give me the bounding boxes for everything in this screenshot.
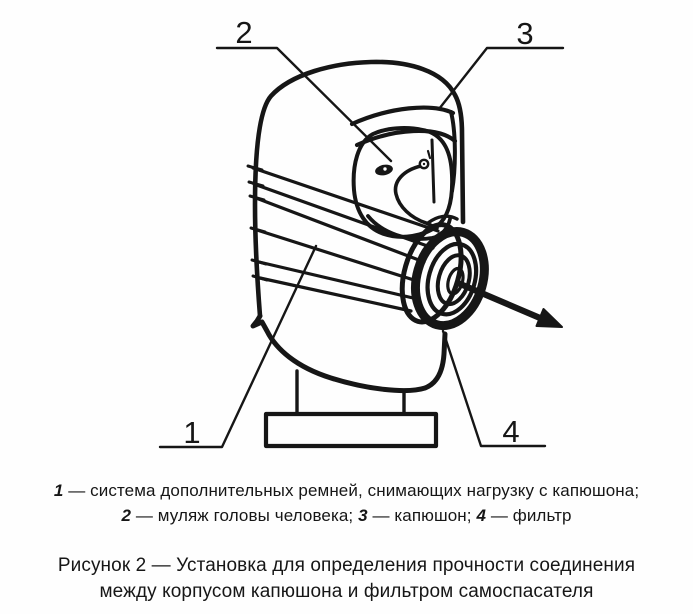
legend-item-1-number: 1	[53, 481, 64, 500]
leader-2	[215, 46, 393, 163]
filter-rings	[399, 222, 489, 331]
callout-numbers: 1 2 3 4	[183, 15, 533, 450]
legend-item-4-number: 4	[476, 506, 486, 525]
figure-caption: Рисунок 2 — Установка для определения пр…	[0, 553, 693, 605]
callout-number-4: 4	[502, 414, 519, 449]
legend-item-1-text: — система дополнительных ремней, снимающ…	[68, 481, 640, 500]
nose-mask-line	[393, 164, 439, 230]
strap-system	[246, 164, 440, 313]
callout-number-3: 3	[516, 16, 533, 51]
hood-band-top	[349, 105, 456, 127]
legend-line-1: 1 — система дополнительных ремней, снима…	[54, 481, 639, 500]
legend-item-4-text: — фильтр	[490, 506, 572, 525]
callout-number-2: 2	[235, 15, 252, 50]
legend-item-2-number: 2	[121, 506, 132, 525]
filter-neck	[426, 214, 459, 225]
legend-item-2-text: — муляж головы человека;	[135, 506, 354, 525]
pull-force-arrow	[454, 279, 563, 328]
leader-1	[158, 244, 318, 449]
legend-item-3-number: 3	[358, 506, 368, 525]
left-eye	[375, 164, 393, 176]
leader-4	[441, 329, 547, 448]
callout-number-1: 1	[183, 415, 200, 450]
legend-item-3-text: — капюшон;	[372, 506, 472, 525]
leader-3	[437, 46, 565, 111]
test-setup-drawing: 1 2 3 4	[158, 15, 565, 450]
figure-legend: 1 — система дополнительных ремней, снима…	[0, 478, 693, 528]
stand-base	[263, 369, 439, 449]
strap-attachment-ticks	[246, 164, 269, 282]
legend-line-2: 2 — муляж головы человека; 3 — капюшон; …	[121, 506, 571, 525]
caption-line-1: Рисунок 2 — Установка для определения пр…	[57, 555, 636, 576]
caption-line-2: между корпусом капюшона и фильтром самос…	[99, 581, 594, 602]
callout-leaders	[158, 46, 565, 449]
right-eye	[418, 149, 432, 170]
